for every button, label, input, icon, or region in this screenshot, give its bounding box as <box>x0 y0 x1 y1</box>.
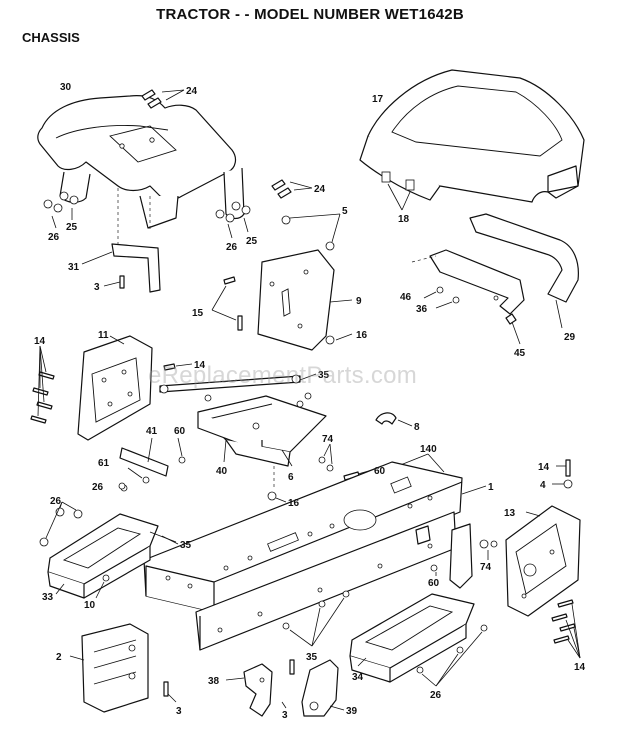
part-left-panel-11 <box>77 335 153 441</box>
part-screws-24-top <box>141 89 185 109</box>
part-link-35-lower <box>149 531 179 545</box>
part-hardware-35-lower <box>282 590 350 647</box>
callout-16-upper: 16 <box>356 330 368 341</box>
callout-25-left: 25 <box>66 222 78 233</box>
callout-9: 9 <box>356 296 362 307</box>
part-bolt-14-mid <box>163 363 193 371</box>
part-bolt-3-lower-left <box>163 681 177 703</box>
part-panel-9 <box>257 249 353 351</box>
part-hardware-26-25-left <box>43 191 79 229</box>
callout-17: 17 <box>372 94 384 105</box>
part-bolts-15 <box>211 276 243 331</box>
callout-31: 31 <box>68 262 80 273</box>
part-bracket-31 <box>81 243 161 293</box>
part-footrest-right <box>349 593 475 683</box>
callout-4: 4 <box>540 480 546 491</box>
part-nut-16-lower <box>267 491 287 503</box>
callout-2: 2 <box>56 652 62 663</box>
part-bracket-2 <box>69 623 149 713</box>
part-bracket-38 <box>225 663 273 717</box>
part-link-35-upper <box>159 373 317 394</box>
callout-3-lower-left: 3 <box>176 706 182 717</box>
callout-35-upper: 35 <box>318 370 330 381</box>
part-bolt-3-bottom <box>281 659 295 709</box>
callout-13: 13 <box>504 508 516 519</box>
callout-140: 140 <box>420 444 437 455</box>
callout-35-left: 35 <box>180 540 192 551</box>
part-washer-26 <box>118 482 126 490</box>
callout-45: 45 <box>514 348 526 359</box>
callout-8: 8 <box>414 422 420 433</box>
callout-30: 30 <box>60 82 72 93</box>
callout-74-right: 74 <box>480 562 492 573</box>
part-nut-16-upper <box>325 333 353 345</box>
callout-36: 36 <box>416 304 428 315</box>
callout-labels: 30 24 24 26 25 26 25 5 17 18 31 3 15 9 1… <box>34 82 586 721</box>
callout-16-lower: 16 <box>288 498 300 509</box>
callout-33: 33 <box>42 592 54 603</box>
callout-14-left: 14 <box>34 336 46 347</box>
callout-10: 10 <box>84 600 96 611</box>
callout-26-bottom: 26 <box>430 690 442 701</box>
callout-5: 5 <box>342 206 348 217</box>
part-side-panels-29-45 <box>411 213 579 345</box>
part-footrest-left <box>39 501 159 599</box>
part-bracket-39 <box>301 659 345 717</box>
callout-41: 41 <box>146 426 158 437</box>
callout-46: 46 <box>400 292 412 303</box>
callout-18: 18 <box>398 214 410 225</box>
part-hardware-74-60-right <box>430 523 498 589</box>
callout-15: 15 <box>192 308 204 319</box>
callout-6: 6 <box>288 472 294 483</box>
part-main-frame <box>143 461 487 651</box>
section-label: CHASSIS <box>22 30 80 45</box>
part-clip-8 <box>375 412 413 427</box>
callout-3-top: 3 <box>94 282 100 293</box>
part-hardware-26-25-mid <box>215 201 251 239</box>
callout-60-left: 60 <box>174 426 186 437</box>
callout-39: 39 <box>346 706 358 717</box>
callout-26-left: 26 <box>48 232 60 243</box>
callout-74-top: 74 <box>322 434 334 445</box>
callout-29: 29 <box>564 332 576 343</box>
callout-3-bottom: 3 <box>282 710 288 721</box>
part-bolts-14-right <box>551 599 581 659</box>
callout-24-right: 24 <box>314 184 326 195</box>
callout-61: 61 <box>98 458 110 469</box>
callout-1: 1 <box>488 482 494 493</box>
part-hardware-26-lower-right <box>416 624 488 687</box>
callout-26-foot: 26 <box>50 496 62 507</box>
callout-25-mid: 25 <box>246 236 258 247</box>
callout-40: 40 <box>216 466 228 477</box>
callout-24-top: 24 <box>186 86 198 97</box>
callout-14-mid: 14 <box>194 360 206 371</box>
callout-35-lower: 35 <box>306 652 318 663</box>
part-screws-24-right <box>271 179 313 199</box>
callout-38: 38 <box>208 676 220 687</box>
callout-60-top: 60 <box>374 466 386 477</box>
callout-26-left-mid: 26 <box>92 482 104 493</box>
callout-14-right: 14 <box>574 662 586 673</box>
part-bracket-41 <box>119 437 186 492</box>
callout-14-right-top: 14 <box>538 462 550 473</box>
page-title: TRACTOR - - MODEL NUMBER WET1642B <box>156 6 464 23</box>
part-nuts-5 <box>281 213 341 251</box>
part-bolts-14-left <box>30 345 55 424</box>
part-hood <box>359 69 585 211</box>
part-floor-plates-40-6 <box>197 392 327 488</box>
part-bolt-14-4-right <box>552 459 573 489</box>
callout-26-mid: 26 <box>226 242 238 253</box>
part-right-panel-13 <box>505 505 581 617</box>
callout-11: 11 <box>98 330 109 341</box>
callout-60-right: 60 <box>428 578 440 589</box>
callout-34: 34 <box>352 672 364 683</box>
